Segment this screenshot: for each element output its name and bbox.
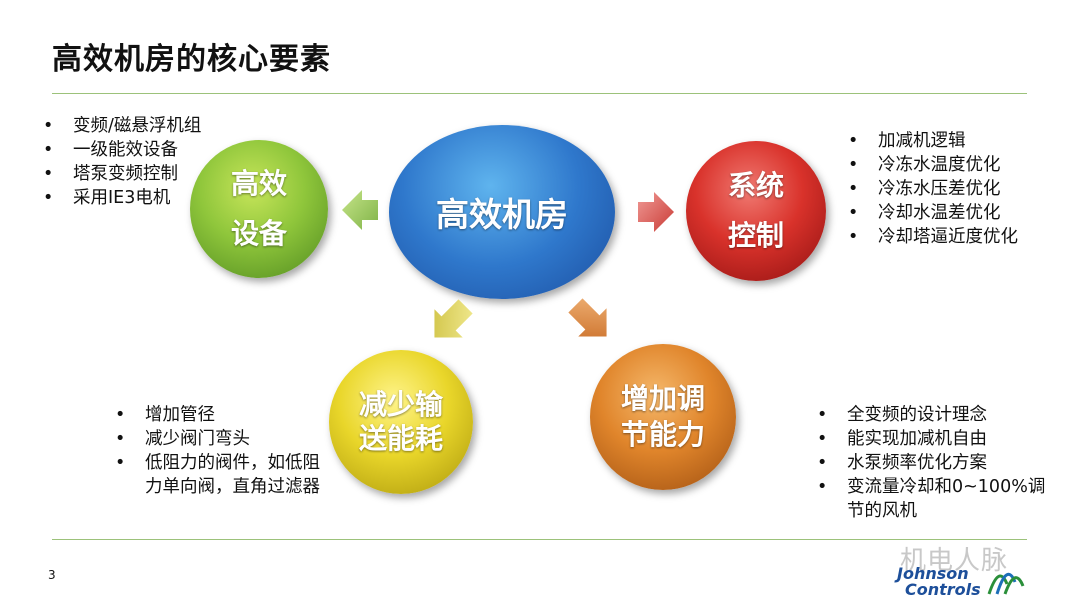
control-bullet-list: 加减机逻辑 冷冻水温度优化 冷冻水压差优化 冷却水温差优化 冷却塔逼近度优化 [848, 129, 1018, 249]
page-title: 高效机房的核心要素 [52, 42, 331, 77]
adjust-node-label: 增加调 节能力 [620, 382, 705, 451]
center-node: 高效机房 [389, 125, 615, 299]
list-item: 全变频的设计理念 [817, 403, 1047, 427]
loss-node: 减少输 送能耗 [329, 350, 473, 494]
list-item: 冷冻水压差优化 [848, 177, 1018, 201]
arrow-down-right-icon [568, 298, 607, 337]
arrow-down-left-icon [434, 299, 473, 338]
list-item: 冷却水温差优化 [848, 201, 1018, 225]
list-item: 冷却塔逼近度优化 [848, 225, 1018, 249]
list-item: 采用IE3电机 [43, 186, 201, 210]
logo-line-2: Controls [905, 580, 981, 599]
loss-bullet-list: 增加管径 减少阀门弯头 低阻力的阀件，如低阻力单向阀，直角过滤器 [115, 403, 330, 499]
list-item: 一级能效设备 [43, 138, 201, 162]
footer-divider [52, 539, 1027, 540]
list-item: 变频/磁悬浮机组 [43, 114, 201, 138]
adjust-bullet-list: 全变频的设计理念 能实现加减机自由 水泵频率优化方案 变流量冷却和0~100%调… [817, 403, 1047, 523]
list-item: 变流量冷却和0~100%调节的风机 [817, 475, 1047, 523]
center-node-label: 高效机房 [436, 195, 568, 234]
equipment-bullet-list: 变频/磁悬浮机组 一级能效设备 塔泵变频控制 采用IE3电机 [43, 114, 201, 210]
equipment-node-label: 高效 设备 [230, 167, 287, 250]
list-item: 能实现加减机自由 [817, 427, 1047, 451]
company-logo: Johnson Controls [897, 566, 981, 598]
title-divider [52, 93, 1027, 94]
page-number: 3 [48, 568, 56, 582]
watermark-text: 机电人脉 [900, 546, 1009, 576]
logo-line-1: Johnson [897, 564, 969, 583]
control-node-label: 系统 控制 [727, 169, 784, 252]
equipment-node: 高效 设备 [190, 140, 328, 278]
control-node: 系统 控制 [686, 141, 826, 281]
adjust-node: 增加调 节能力 [590, 344, 736, 490]
list-item: 冷冻水温度优化 [848, 153, 1018, 177]
list-item: 增加管径 [115, 403, 330, 427]
list-item: 塔泵变频控制 [43, 162, 201, 186]
loss-node-label: 减少输 送能耗 [358, 388, 443, 455]
logo-mark-icon [987, 572, 1025, 595]
list-item: 低阻力的阀件，如低阻力单向阀，直角过滤器 [115, 451, 330, 499]
list-item: 减少阀门弯头 [115, 427, 330, 451]
arrow-left-icon [342, 190, 378, 230]
list-item: 加减机逻辑 [848, 129, 1018, 153]
list-item: 水泵频率优化方案 [817, 451, 1047, 475]
arrow-right-icon [638, 192, 674, 232]
